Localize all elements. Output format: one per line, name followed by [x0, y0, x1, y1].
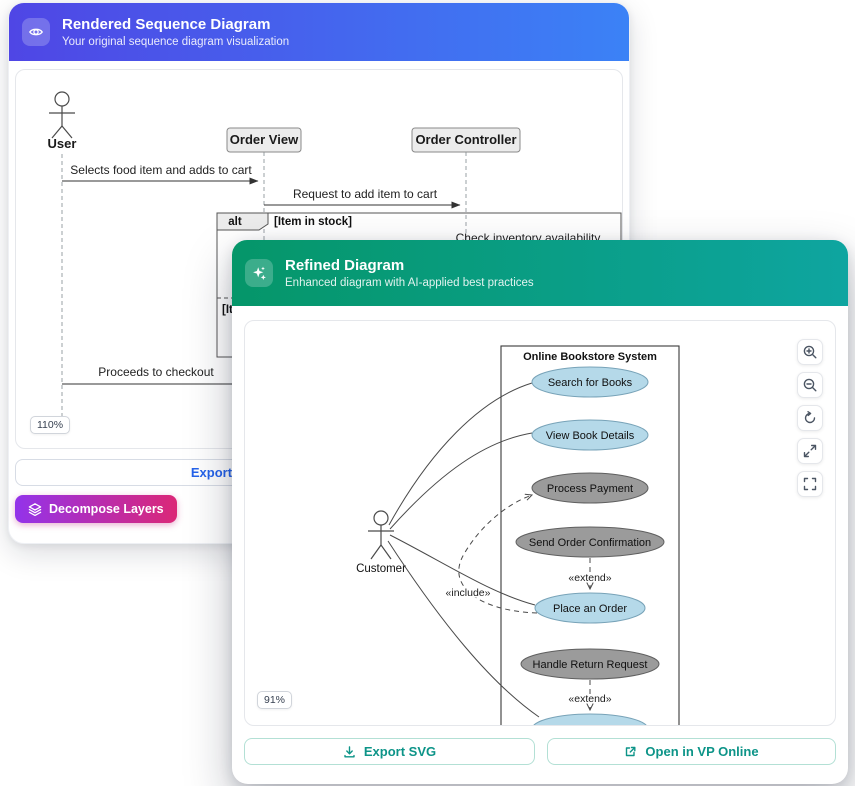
expand-button[interactable] — [797, 438, 823, 464]
association-search — [388, 382, 533, 526]
header-text-block: Rendered Sequence Diagram Your original … — [62, 16, 289, 47]
decompose-layers-button[interactable]: Decompose Layers — [15, 495, 177, 523]
header-text-block: Refined Diagram Enhanced diagram with AI… — [285, 257, 534, 288]
export-svg-label: Export SVG — [363, 744, 437, 759]
export-svg-button[interactable]: Export SVG — [244, 738, 535, 765]
association-place-order — [389, 534, 536, 606]
usecase-search-ellipse — [531, 366, 649, 398]
usecase-handle-return-label: Handle Return Request — [533, 659, 648, 671]
open-in-vp-online-button[interactable]: Open in VP Online — [547, 738, 836, 765]
zoom-level-badge: 91% — [257, 691, 293, 709]
actor-customer-label: Customer — [356, 563, 406, 575]
zoom-out-button[interactable] — [797, 372, 823, 398]
alt-fragment-tab — [216, 212, 269, 231]
external-link-icon — [624, 745, 637, 758]
rendered-sequence-header: Rendered Sequence Diagram Your original … — [9, 3, 629, 61]
fullscreen-button[interactable] — [797, 471, 823, 497]
actor-customer-figure — [368, 510, 394, 560]
open-in-vp-online-label: Open in VP Online — [645, 744, 759, 759]
extend-label-2: «extend» — [568, 693, 611, 705]
extend-label-1: «extend» — [568, 572, 611, 584]
usecase-send-confirmation-label: Send Order Confirmation — [529, 537, 651, 549]
reset-icon — [804, 411, 816, 424]
decompose-layers-label: Decompose Layers — [49, 502, 164, 516]
usecase-partial-ellipse — [533, 713, 647, 725]
zoom-level-badge: 110% — [30, 416, 71, 434]
participant-order-view-box — [226, 127, 302, 153]
association-bottom — [387, 540, 540, 718]
usecase-process-payment-label: Process Payment — [547, 483, 633, 495]
alt-guard-1: [Item in stock] — [274, 216, 352, 228]
reset-view-button[interactable] — [797, 405, 823, 431]
message-2-label: Request to add item to cart — [293, 187, 438, 201]
refined-diagram-header: Refined Diagram Enhanced diagram with AI… — [232, 240, 848, 306]
message-4-label: Proceeds to checkout — [98, 365, 214, 379]
usecase-view-details-label: View Book Details — [546, 430, 635, 442]
message-1-label: Selects food item and adds to cart — [70, 163, 252, 177]
association-view-details — [389, 432, 533, 530]
usecase-diagram: Online Bookstore System Customer Search … — [356, 345, 680, 725]
download-icon — [343, 745, 356, 758]
alt-operator-label: alt — [228, 216, 242, 228]
actor-user-label: User — [48, 136, 77, 151]
refined-diagram-card: Refined Diagram Enhanced diagram with AI… — [232, 240, 848, 784]
usecase-view-details-ellipse — [531, 419, 649, 451]
participant-order-controller-box — [411, 127, 521, 153]
diagram-toolbar — [797, 339, 823, 497]
zoom-in-icon — [803, 345, 817, 359]
usecase-handle-return-ellipse — [520, 648, 660, 680]
eye-icon — [22, 18, 50, 46]
sparkles-icon — [245, 259, 273, 287]
back-card-subtitle: Your original sequence diagram visualiza… — [62, 35, 290, 48]
zoom-out-icon — [803, 378, 817, 392]
layers-icon — [28, 502, 42, 517]
expand-icon — [803, 444, 817, 458]
participant-order-controller-label: Order Controller — [415, 132, 516, 147]
usecase-diagram-panel: Online Bookstore System Customer Search … — [244, 320, 836, 726]
back-card-title: Rendered Sequence Diagram — [62, 16, 271, 34]
zoom-in-button[interactable] — [797, 339, 823, 365]
usecase-place-order-label: Place an Order — [553, 603, 627, 615]
fullscreen-icon — [803, 477, 817, 491]
participant-order-view-label: Order View — [230, 132, 299, 147]
include-label: «include» — [446, 587, 491, 599]
usecase-search-label: Search for Books — [548, 377, 633, 389]
actor-user-figure — [49, 91, 75, 139]
front-card-title: Refined Diagram — [285, 257, 405, 275]
usecase-process-payment-ellipse — [531, 472, 649, 504]
usecase-place-order-ellipse — [534, 592, 646, 624]
system-boundary-label: Online Bookstore System — [523, 351, 657, 363]
front-card-subtitle: Enhanced diagram with AI-applied best pr… — [285, 276, 534, 289]
usecase-send-confirmation-ellipse — [515, 526, 665, 558]
